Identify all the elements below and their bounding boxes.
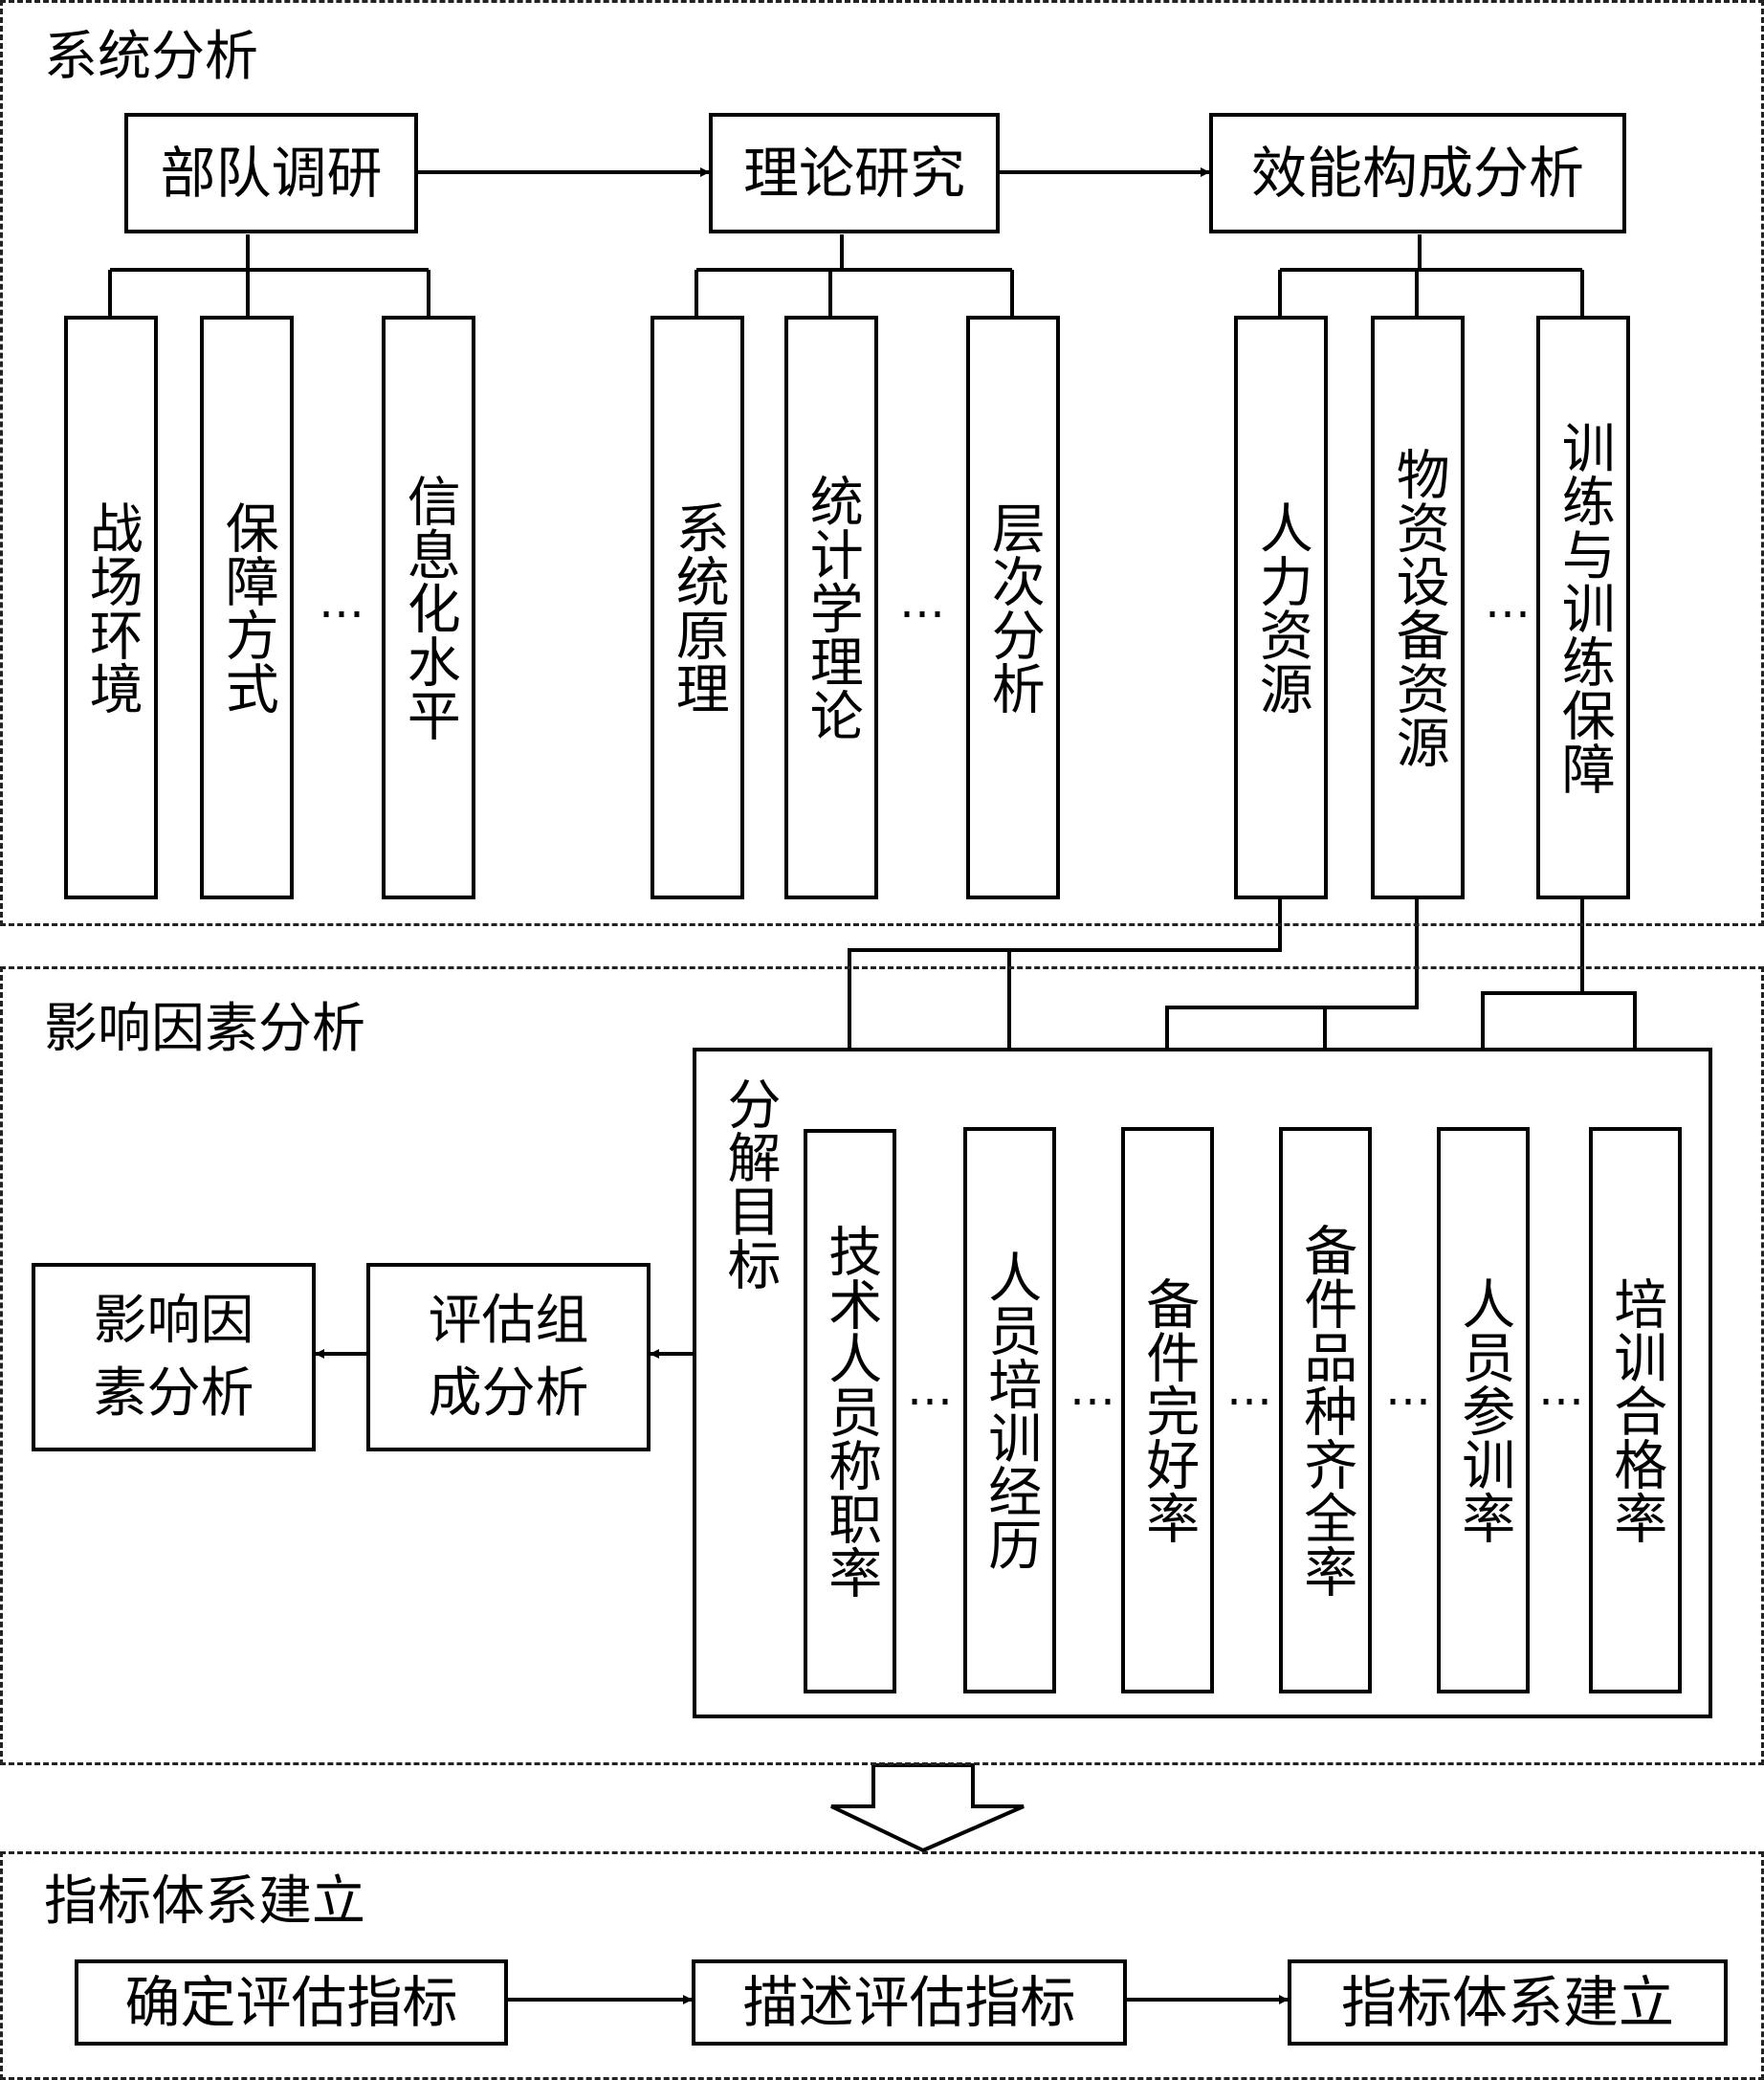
- ellipsis: …: [1226, 1362, 1272, 1416]
- ellipsis: …: [1385, 1362, 1431, 1416]
- theory-item-3: 层次分析: [966, 316, 1060, 899]
- section-index-system: [0, 1851, 1764, 2080]
- indicator-3: 备件完好率: [1121, 1127, 1214, 1693]
- composition-item-2: 物资设备资源: [1371, 316, 1465, 899]
- step-determine: 确定评估指标: [75, 1959, 508, 2046]
- ellipsis: …: [1485, 575, 1531, 629]
- section-title-factors: 影响因素分析: [44, 998, 365, 1060]
- survey-box: 部队调研: [124, 113, 418, 233]
- composition-label: 效能构成分析: [1250, 141, 1584, 206]
- big-down-arrow: [830, 1763, 1025, 1853]
- survey-item-3: 信息化水平: [382, 316, 475, 899]
- ellipsis: …: [319, 575, 364, 629]
- indicator-6: 培训合格率: [1589, 1127, 1682, 1693]
- compose-analysis-box: 评估组成分析: [366, 1263, 650, 1451]
- theory-box: 理论研究: [709, 113, 1000, 233]
- indicator-2: 人员培训经历: [963, 1127, 1056, 1693]
- composition-item-1: 人力资源: [1234, 316, 1328, 899]
- step-describe: 描述评估指标: [692, 1959, 1127, 2046]
- tree-survey: [108, 234, 430, 318]
- ellipsis: …: [1069, 1362, 1115, 1416]
- composition-item-3: 训练与训练保障: [1536, 316, 1630, 899]
- factor-analysis-box: 影响因素分析: [32, 1263, 316, 1451]
- theory-item-1: 系统原理: [650, 316, 744, 899]
- theory-label: 理论研究: [742, 141, 965, 206]
- indicator-5: 人员参训率: [1437, 1127, 1530, 1693]
- survey-item-2: 保障方式: [200, 316, 294, 899]
- step-establish: 指标体系建立: [1288, 1959, 1728, 2046]
- section-title-index: 指标体系建立: [44, 1870, 365, 1933]
- ellipsis: …: [907, 1362, 953, 1416]
- ellipsis: …: [899, 575, 945, 629]
- indicator-1: 技术人员称职率: [804, 1129, 896, 1693]
- composition-box: 效能构成分析: [1209, 113, 1626, 233]
- indicator-4: 备件品种齐全率: [1279, 1127, 1372, 1693]
- section-title-system: 系统分析: [44, 26, 258, 88]
- survey-label: 部队调研: [160, 141, 383, 206]
- decompose-label: 分解目标: [718, 1076, 781, 1291]
- ellipsis: …: [1538, 1362, 1584, 1416]
- tree-composition: [1278, 234, 1584, 318]
- section-factor-analysis: [0, 966, 1764, 1765]
- tree-theory: [695, 234, 1014, 318]
- theory-item-2: 统计学理论: [784, 316, 878, 899]
- section-system-analysis: [0, 0, 1764, 926]
- survey-item-1: 战场环境: [64, 316, 158, 899]
